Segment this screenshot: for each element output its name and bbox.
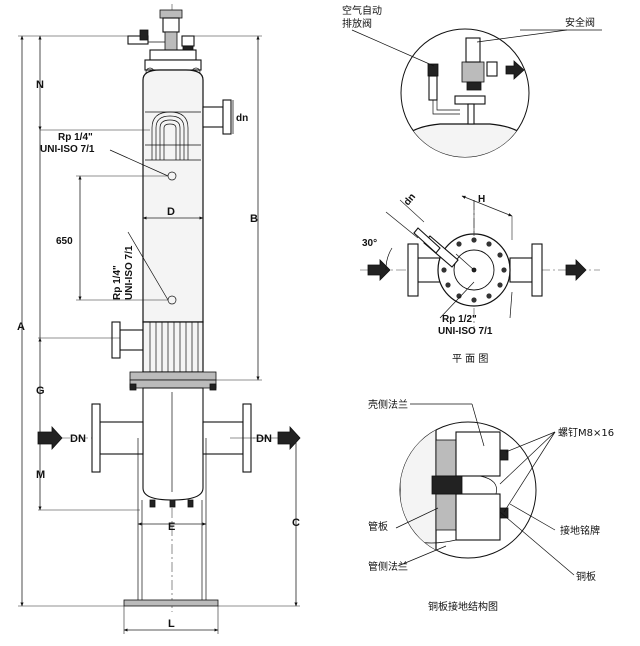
air-valve-leader [351,29,435,67]
shell-flange [129,371,217,381]
angled-nozzle [413,227,459,268]
elevation-view: A N G M B C D E L dn 650 Rp 1/4" UNI-ISO… [17,4,301,634]
connection-top-line1: Rp 1/4" [58,132,93,143]
safety-valve-label: 安全阀 [565,16,595,29]
shell-flange-label: 壳侧法兰 [368,398,408,411]
safety-valve-leader [476,29,568,43]
plan-inlet-arrow-icon [367,259,391,281]
connection-side-line2: UNI-ISO 7/1 [124,245,135,300]
outlet-dn-label: DN [256,433,272,445]
inlet-nozzle [91,403,144,473]
copper-plate-label: 铜板 [576,570,596,583]
plan-view: H dn 30° Rp 1/2" UNI-ISO 7/1 平 面 图 [360,191,600,365]
tube-flange-label: 管侧法兰 [368,560,408,573]
plan-connection-line1: Rp 1/2" [442,314,477,325]
shell [142,69,204,323]
tube-bundle-section [142,321,204,373]
plan-connection-line2: UNI-ISO 7/1 [438,326,493,337]
dim-C-label: C [292,517,300,529]
plan-H-label: H [478,194,485,205]
dim-650-label: 650 [56,236,73,247]
support-stand [123,438,219,607]
drain-plugs [149,499,194,508]
dim-D-label: D [167,206,175,218]
dim-A-label: A [17,321,25,333]
shell-outlet-nozzle [202,99,232,135]
dim-M-label: M [36,469,45,481]
plan-angle-label: 30° [362,238,377,249]
inlet-arrow-icon [37,425,63,451]
connection-top-line2: UNI-ISO 7/1 [40,144,95,155]
u-tube-bundle [145,111,201,161]
dim-dn-label: dn [236,113,248,124]
dim-G-label: G [36,385,45,397]
grounding-detail-view: 壳侧法兰 螺钉M8×16 管板 接地铭牌 管侧法兰 铜板 铜板接地结构图 [368,398,614,613]
valve-detail-view: 空气自动 排放阀 安全阀 [342,4,602,158]
top-valve-assembly [127,9,202,77]
safety-valve-outlet-arrow-icon [505,60,525,80]
air-valve-label-line1: 空气自动 [342,4,382,17]
bolt-label: 螺钉M8×16 [558,427,614,439]
outlet-arrow-icon [277,425,301,451]
plan-outlet-arrow-icon [565,259,587,281]
tube-flange [129,379,217,389]
dim-N-label: N [36,79,44,91]
shell-inlet-nozzle [111,321,144,359]
channel-head [142,387,204,501]
grounding-caption: 铜板接地结构图 [428,600,498,613]
plan-dn-label: dn [402,191,418,207]
plan-caption: 平 面 图 [452,353,488,365]
air-valve-label-line2: 排放阀 [342,17,372,30]
inlet-dn-label: DN [70,433,86,445]
connection-side-line1: Rp 1/4" [112,265,123,300]
dim-E-label: E [168,521,175,533]
ground-plate-label: 接地铭牌 [560,524,600,537]
dim-B-label: B [250,213,258,225]
tube-plate-label: 管板 [368,520,388,533]
dim-L-label: L [168,618,175,630]
